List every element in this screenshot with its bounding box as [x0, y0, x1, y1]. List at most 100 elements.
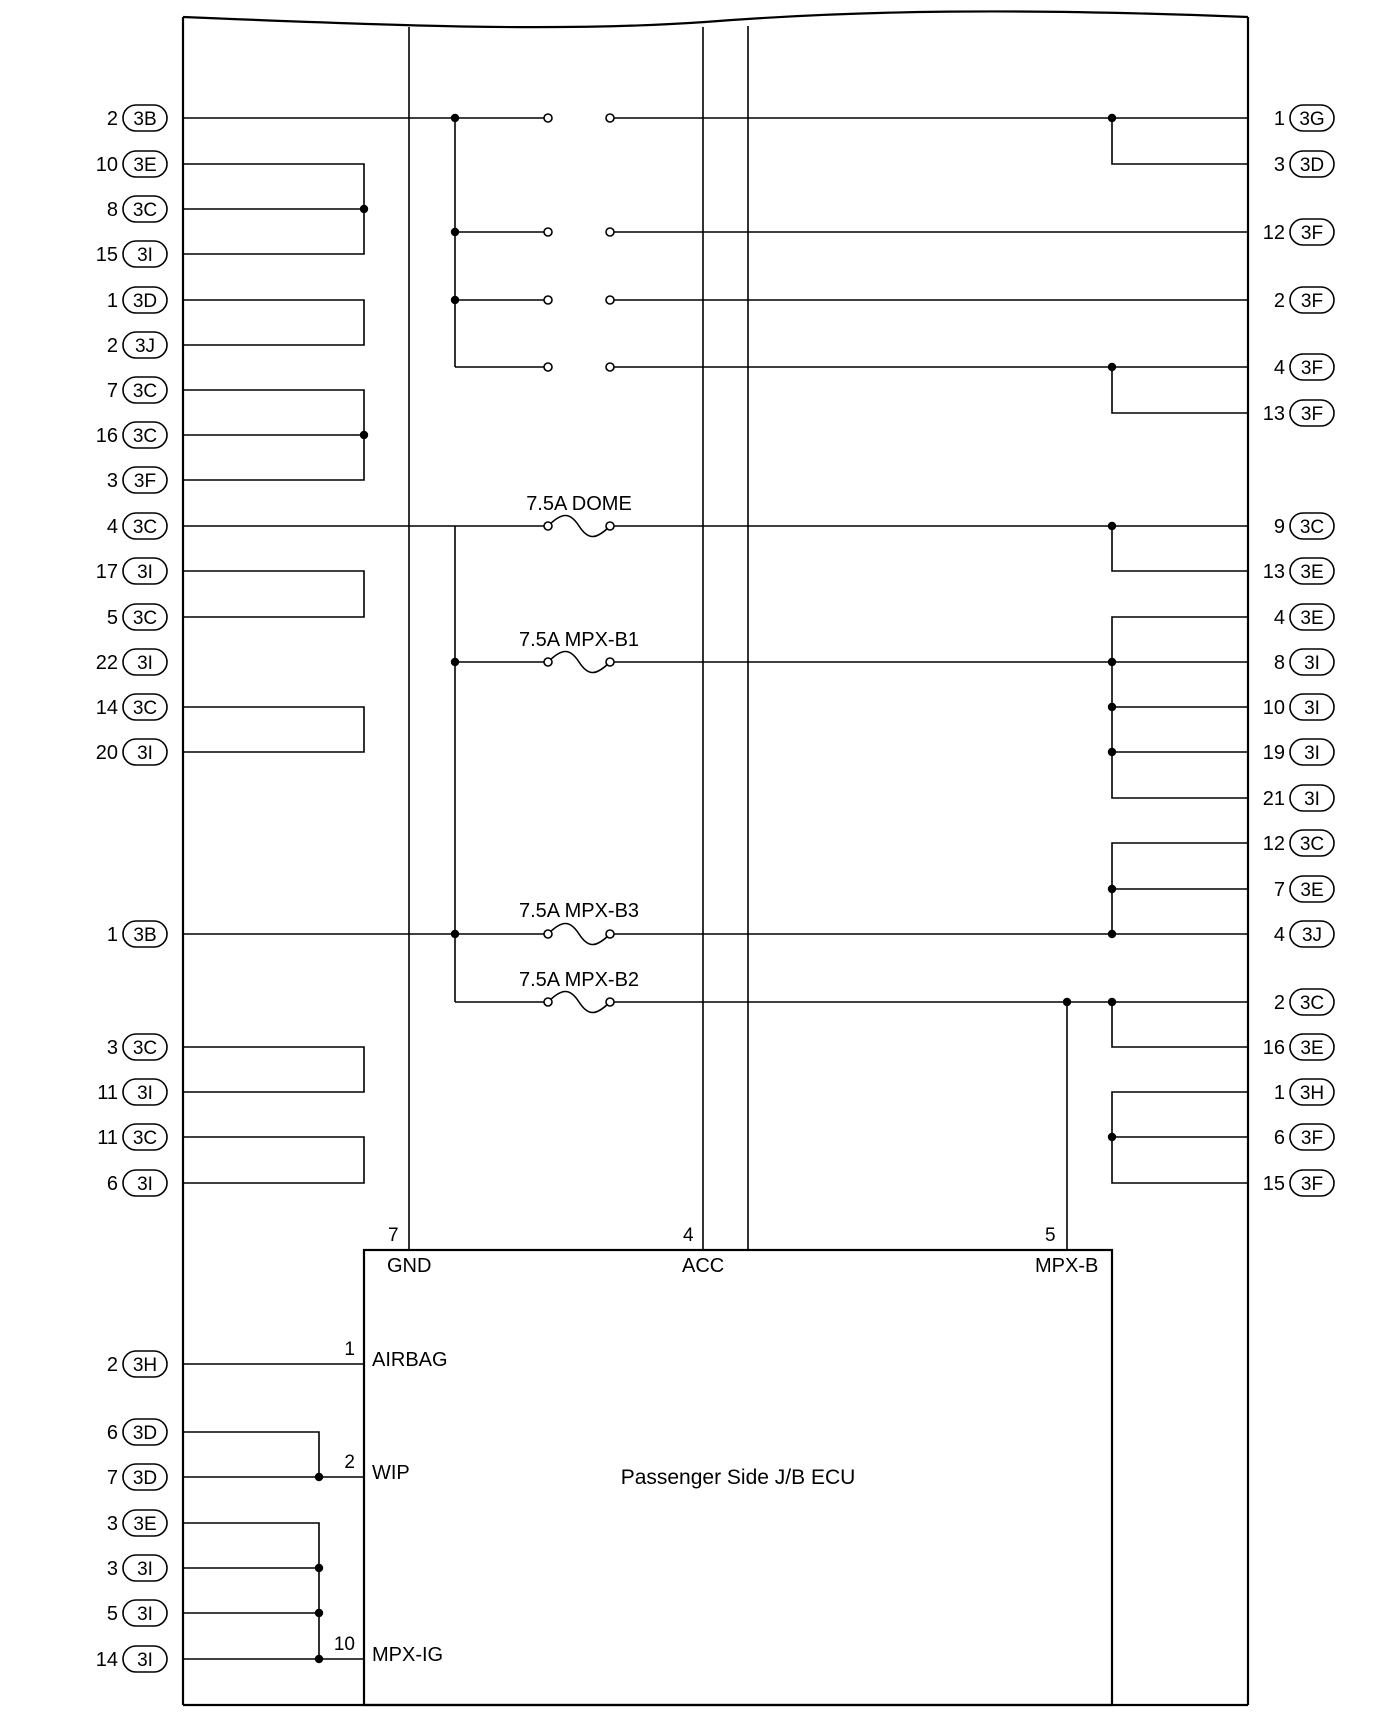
right-connector-code: 3F	[1301, 358, 1323, 379]
left-connector-pin-number: 6	[107, 1173, 118, 1195]
vertical-trunks	[408, 26, 1068, 1250]
fuse-mpx-b2-label: 7.5A MPX-B2	[519, 969, 639, 991]
right-connector-code: 3C	[1300, 517, 1324, 538]
left-connector-pin-number: 10	[96, 154, 118, 176]
right-connector-code: 3F	[1301, 404, 1323, 425]
left-connector-badge	[122, 331, 168, 359]
left-connector-code: 3F	[134, 471, 156, 492]
left-connector-code: 3D	[133, 291, 157, 312]
left-connector-code: 3C	[133, 517, 157, 538]
right-connector-badge	[1289, 784, 1335, 812]
right-connector-code: 3E	[1300, 880, 1323, 901]
left-connector-pin-number: 11	[97, 1127, 118, 1149]
right-connector-code: 3G	[1299, 109, 1324, 130]
ecu-pin-wip-number: 2	[344, 1452, 355, 1473]
right-connector-code: 3D	[1300, 155, 1324, 176]
right-connector-badge	[1289, 399, 1335, 427]
left-connector-badge	[122, 1509, 168, 1537]
right-connector-pin-number: 16	[1263, 1037, 1285, 1059]
left-connector-pin-number: 14	[96, 1649, 118, 1671]
left-connector-code: 3I	[137, 1559, 153, 1580]
left-connector-badge	[122, 603, 168, 631]
right-connector-pin-number: 13	[1263, 403, 1285, 425]
fuse-mpx-b3-symbol	[543, 922, 615, 946]
left-connector-badge	[122, 1599, 168, 1627]
left-connector-badge	[122, 1418, 168, 1446]
right-connector-badge	[1289, 150, 1335, 178]
right-connector-pin-number: 6	[1274, 1127, 1285, 1149]
left-connector-code: 3J	[135, 336, 155, 357]
left-connector-badge	[122, 1169, 168, 1197]
right-connector-pin-number: 2	[1274, 290, 1285, 312]
left-connector-code: 3C	[133, 1038, 157, 1059]
right-connector-pin-number: 4	[1274, 357, 1285, 379]
right-connector-pin-number: 8	[1274, 652, 1285, 674]
right-connector-pin-number: 1	[1274, 1082, 1285, 1104]
junction-block-outline	[181, 10, 1250, 1707]
fuse-mpx-b1-symbol	[543, 650, 615, 674]
right-connector-pin-number: 9	[1274, 516, 1285, 538]
left-connector-pin-number: 4	[107, 516, 118, 538]
right-connector-pin-number: 19	[1263, 742, 1285, 764]
left-connector-code: 3C	[133, 608, 157, 629]
left-connector-pin-number: 11	[97, 1082, 118, 1104]
left-connector-pin-number: 7	[107, 380, 118, 402]
right-connector-pin-number: 13	[1263, 561, 1285, 583]
left-connector-badge	[122, 693, 168, 721]
left-connector-badge	[122, 920, 168, 948]
fuse-mpx-b2-symbol	[543, 990, 615, 1014]
ecu-pin-acc-label: ACC	[682, 1255, 724, 1277]
right-connector-badge	[1289, 104, 1335, 132]
left-connector-pin-number: 1	[107, 924, 118, 946]
right-connector-code: 3F	[1301, 1174, 1323, 1195]
left-connector-badge	[122, 1033, 168, 1061]
right-connector-code: 3I	[1304, 698, 1320, 719]
fuse-mpx-b1-label: 7.5A MPX-B1	[519, 629, 639, 651]
ecu-pin-mpx-ig-number: 10	[334, 1634, 355, 1655]
ecu-pin-mpx-ig-label: MPX-IG	[372, 1644, 443, 1666]
left-connector-badge	[122, 1078, 168, 1106]
ecu-box: Passenger Side J/B ECU 7 GND 4 ACC 5 MPX…	[334, 1225, 1114, 1707]
right-connector-code: 3C	[1300, 834, 1324, 855]
left-connector-badge	[122, 1645, 168, 1673]
left-connector-pin-number: 2	[107, 1354, 118, 1376]
right-connector-pin-number: 15	[1263, 1173, 1285, 1195]
left-connector-pin-number: 7	[107, 1467, 118, 1489]
right-connector-13-3F: 13 3F	[1263, 399, 1335, 427]
ecu-pin-gnd-label: GND	[387, 1255, 431, 1277]
left-connector-pin-number: 22	[96, 652, 118, 674]
left-connector-code: 3B	[133, 925, 156, 946]
left-connector-code: 3I	[137, 653, 153, 674]
left-connector-pin-number: 3	[107, 1513, 118, 1535]
right-connector-badge	[1289, 603, 1335, 631]
right-connector-pin-number: 12	[1263, 833, 1285, 855]
left-connector-pin-number: 2	[107, 335, 118, 357]
left-connector-badge	[122, 104, 168, 132]
right-connector-pin-number: 21	[1263, 788, 1285, 810]
left-connector-pin-number: 16	[96, 425, 118, 447]
left-connector-pin-number: 5	[107, 607, 118, 629]
left-connector-badge	[122, 466, 168, 494]
right-connector-code: 3C	[1300, 993, 1324, 1014]
right-connector-pin-number: 12	[1263, 222, 1285, 244]
right-connector-badge	[1289, 875, 1335, 903]
right-jumpers	[1111, 118, 1248, 1184]
